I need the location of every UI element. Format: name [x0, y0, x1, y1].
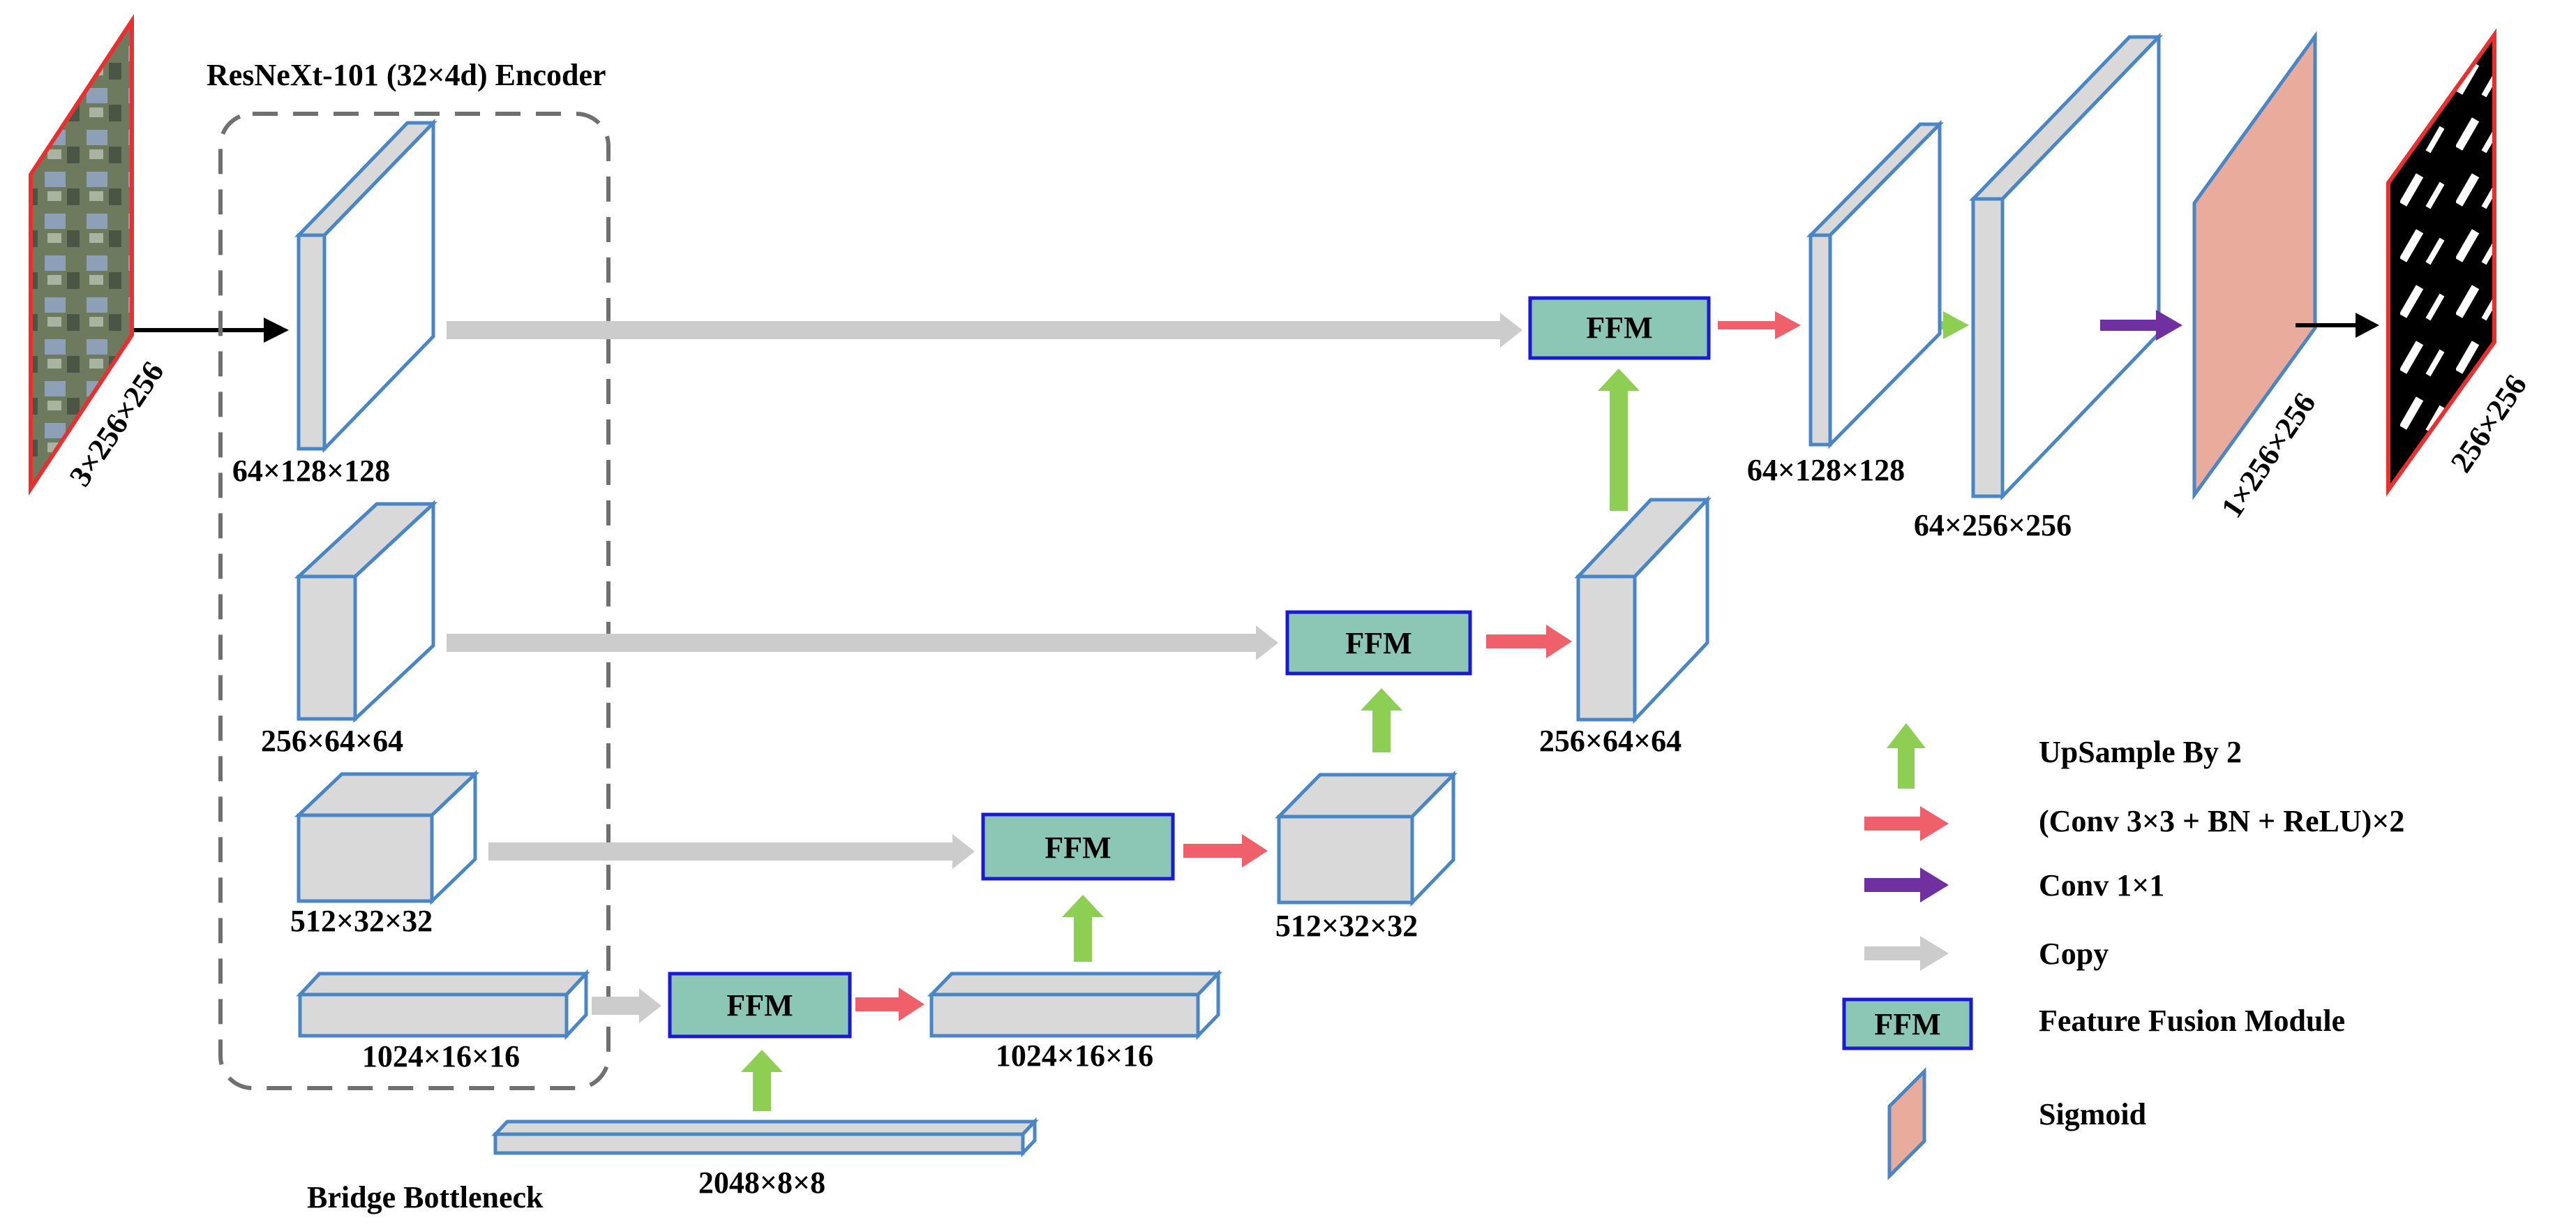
decoder-block-d4	[927, 969, 1222, 1041]
encoder-label-e1: 64×128×128	[232, 454, 390, 488]
bottleneck-block	[491, 1117, 1039, 1158]
legend: UpSample By 2 (Conv 3×3 + BN + ReLU)×2 C…	[1842, 723, 2404, 1181]
ffm-label-2: FFM	[1345, 626, 1411, 660]
legend-copy-icon	[1864, 936, 1949, 971]
encoder-dashed-boundary	[218, 112, 611, 1090]
conv1x1-arrow	[2100, 310, 2182, 341]
decoder-label-d0: 64×256×256	[1914, 508, 2072, 542]
ffm-module-2: FFM	[1285, 610, 1472, 676]
bottleneck-label: 2048×8×8	[698, 1166, 825, 1200]
conv-arrow-4	[1718, 311, 1801, 339]
conv-arrows	[855, 311, 1801, 1021]
upsample-arrows	[741, 311, 1969, 1111]
encoder-block-e4	[296, 969, 590, 1041]
encoder-block-e2	[294, 500, 438, 723]
upsample-arrow-1	[741, 1050, 783, 1111]
legend-ffm-box-label: FFM	[1874, 1007, 1940, 1041]
copy-arrow-2	[447, 625, 1278, 660]
encoder-label-e3: 512×32×32	[290, 904, 433, 938]
output-arrowhead	[2356, 313, 2379, 338]
ffm-module-4: FFM	[668, 972, 852, 1039]
conv-arrow-1	[855, 988, 924, 1021]
copy-arrow-1	[447, 313, 1522, 348]
encoder-block-e1	[294, 118, 437, 454]
copy-arrows	[447, 313, 1522, 1023]
input-image-tile	[29, 13, 134, 496]
input-arrowhead	[264, 318, 289, 343]
legend-upsample-icon	[1887, 723, 1926, 789]
encoder-label-e4: 1024×16×16	[362, 1039, 520, 1073]
legend-sigmoid-label: Sigmoid	[2039, 1097, 2146, 1131]
legend-ffm-icon	[1842, 997, 1973, 1050]
legend-conv1x1-icon	[1864, 868, 1949, 902]
sigmoid-output-plane	[2192, 31, 2317, 500]
decoder-block-d0	[1969, 32, 2163, 501]
bridge-bottleneck-label: Bridge Bottleneck	[307, 1180, 544, 1214]
upsample-arrow-2	[1062, 895, 1104, 962]
decoder-block-d1	[1806, 119, 1944, 449]
legend-ffm-label: Feature Fusion Module	[2039, 1004, 2345, 1038]
conv-arrow-3	[1486, 625, 1572, 658]
decoder-block-d2	[1574, 495, 1712, 724]
legend-upsample-label: UpSample By 2	[2039, 735, 2242, 769]
legend-conv1x1-label: Conv 1×1	[2039, 868, 2164, 902]
input-image	[29, 13, 134, 496]
copy-arrow-3	[488, 834, 975, 869]
legend-sigmoid-icon	[1887, 1066, 1926, 1181]
copy-arrow-4	[592, 988, 661, 1023]
encoder-block-e3	[294, 770, 480, 905]
output-mask-image	[2386, 28, 2496, 497]
decoder-label-d1: 64×128×128	[1747, 453, 1905, 487]
ffm-module-3: FFM	[981, 812, 1175, 881]
ffm-module-1: FFM	[1528, 296, 1711, 360]
decoder-label-d2: 256×64×64	[1539, 724, 1682, 758]
legend-conv-label: (Conv 3×3 + BN + ReLU)×2	[2039, 804, 2404, 838]
upsample-arrow-4	[1598, 369, 1640, 511]
legend-conv-icon	[1864, 806, 1949, 841]
upsample-arrow-3	[1361, 688, 1402, 752]
decoder-label-d4: 1024×16×16	[996, 1039, 1153, 1073]
decoder-block-d3	[1275, 770, 1458, 907]
legend-copy-label: Copy	[2039, 937, 2109, 971]
encoder-label-e2: 256×64×64	[261, 724, 403, 758]
ffm-label-4: FFM	[726, 988, 793, 1022]
decoder-label-d3: 512×32×32	[1275, 909, 1418, 943]
ffm-label-1: FFM	[1586, 311, 1652, 345]
conv-arrow-2	[1183, 834, 1268, 868]
ffm-label-3: FFM	[1044, 831, 1111, 865]
encoder-title: ResNeXt-101 (32×4d) Encoder	[207, 58, 606, 92]
